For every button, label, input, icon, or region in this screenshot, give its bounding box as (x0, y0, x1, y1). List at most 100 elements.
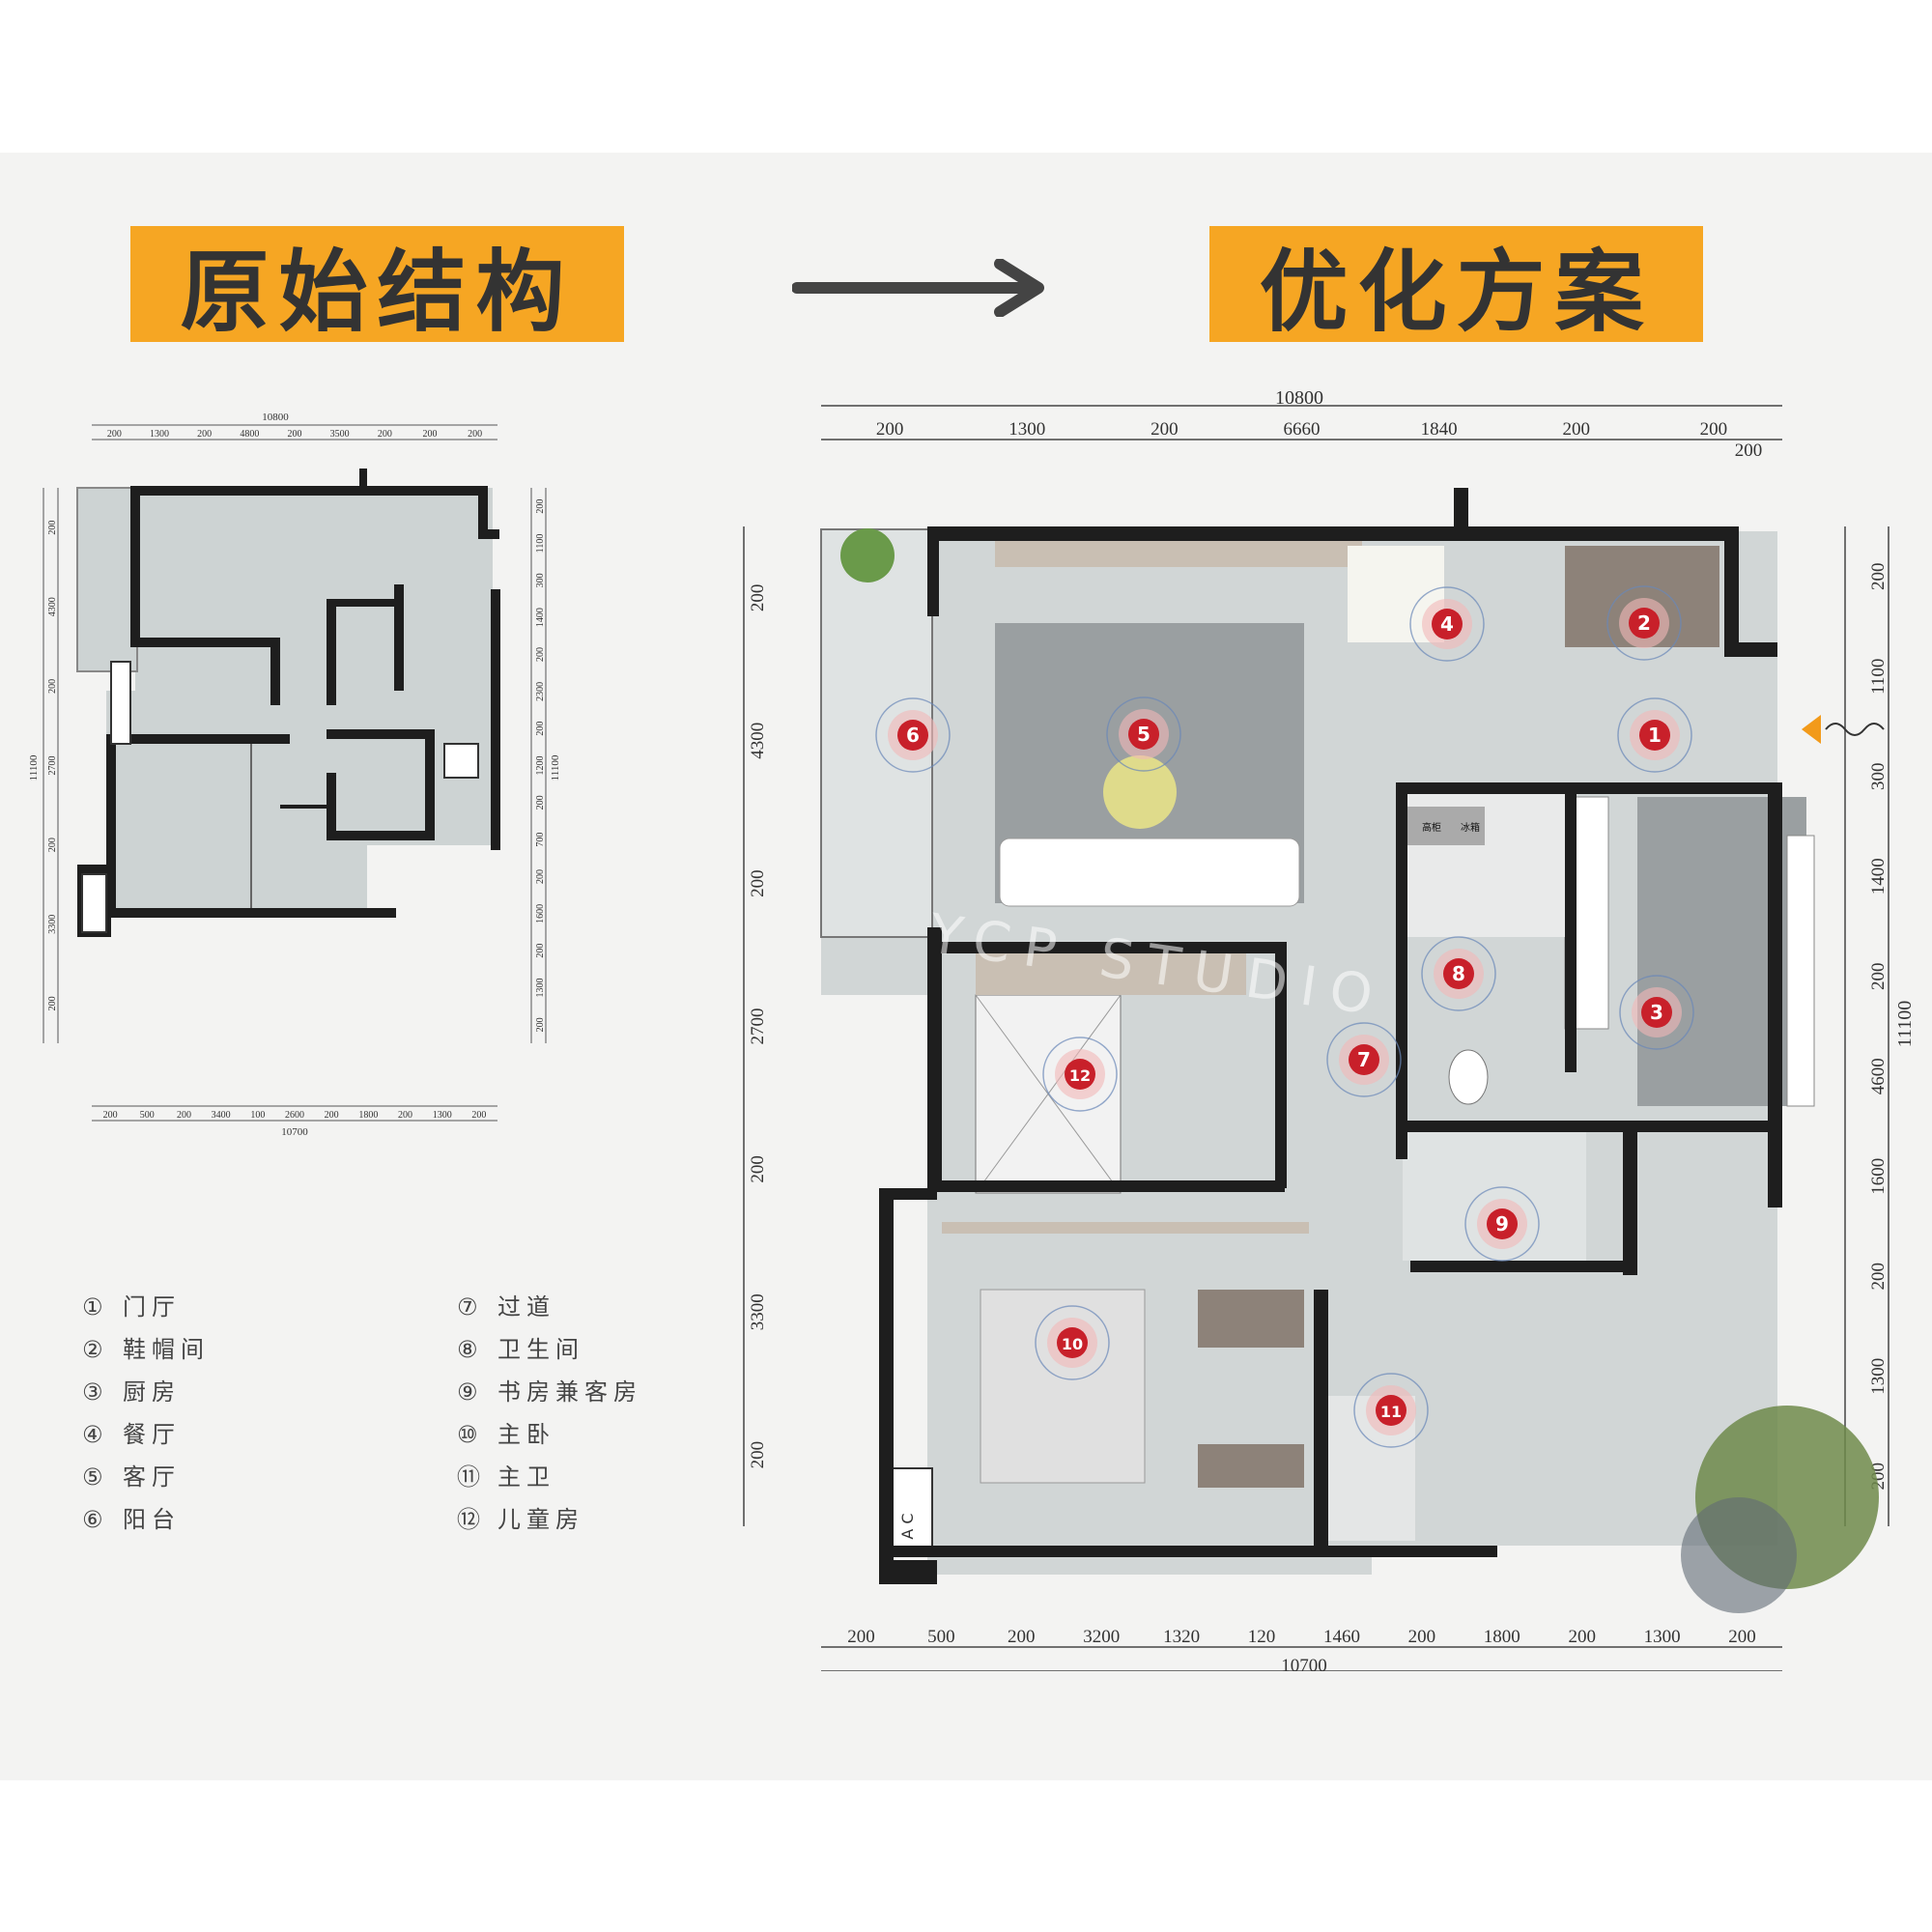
opt-dim-right: 200 (1868, 563, 1889, 591)
opt-dim-left: 200 (748, 584, 768, 612)
room-marker-number: 12 (1069, 1066, 1091, 1085)
opt-dim-right: 200 (1868, 1263, 1889, 1291)
tree-icon (1681, 1406, 1879, 1613)
opt-dim-top: 200 (1151, 419, 1179, 440)
orig-dim-left: 200 (47, 679, 58, 694)
orig-dim-top-total: 10800 (262, 412, 289, 423)
orig-dim-bottom: 200 (471, 1110, 486, 1121)
opt-dim-right: 1400 (1868, 858, 1889, 895)
orig-dim-right: 200 (535, 944, 546, 958)
room-marker-1: 1 (1617, 697, 1692, 773)
orig-dim-bottom: 200 (398, 1110, 412, 1121)
opt-dim-right: 4600 (1868, 1058, 1889, 1094)
orig-dim-left: 4300 (47, 597, 58, 616)
room-marker-11: 11 (1353, 1373, 1429, 1448)
room-marker-number: 8 (1452, 962, 1465, 985)
room-marker-2: 2 (1606, 585, 1682, 661)
opt-dim-right: 200 (1868, 963, 1889, 991)
room-marker-7: 7 (1326, 1022, 1402, 1097)
opt-dim-right-total: 11100 (1894, 1001, 1913, 1048)
room-marker-number: 3 (1650, 1001, 1663, 1024)
opt-dim-bottom: 200 (1408, 1627, 1436, 1647)
opt-dim-right: 300 (1868, 763, 1889, 791)
opt-dim-top-total: 10800 (1275, 387, 1323, 409)
room-marker-9: 9 (1464, 1186, 1540, 1262)
title-original-structure: 原始结构 (130, 226, 624, 344)
room-marker-12: 12 (1042, 1037, 1118, 1112)
opt-dim-left: 200 (748, 1441, 768, 1469)
orig-dim-right: 1600 (535, 904, 546, 923)
orig-dim-bottom: 1800 (358, 1110, 378, 1121)
orig-dim-bottom-total: 10700 (281, 1126, 308, 1135)
room-marker-number: 5 (1137, 723, 1151, 746)
room-marker-number: 1 (1648, 724, 1662, 747)
orig-dim-bottom: 3400 (212, 1110, 231, 1121)
orig-dim-left: 200 (47, 521, 58, 535)
opt-dim-right: 1300 (1868, 1358, 1889, 1395)
room-marker-number: 10 (1062, 1335, 1083, 1353)
opt-dim-top: 200 (1563, 419, 1591, 440)
orig-dim-top: 200 (107, 429, 122, 440)
orig-dim-right: 200 (535, 499, 546, 514)
opt-dim-left: 4300 (748, 723, 768, 759)
orig-dim-right: 2300 (535, 682, 546, 701)
opt-dim-bottom: 200 (1728, 1627, 1756, 1647)
title-optimized-plan: 优化方案 (1209, 226, 1703, 344)
orig-dim-top: 3500 (330, 429, 350, 440)
orig-dim-left-total: 11100 (28, 754, 40, 781)
opt-dim-left: 200 (748, 869, 768, 897)
room-marker-number: 2 (1637, 611, 1651, 635)
opt-dim-right: 1600 (1868, 1158, 1889, 1195)
orig-dim-right: 200 (535, 795, 546, 810)
opt-dim-bottom: 200 (1568, 1627, 1596, 1647)
room-marker-number: 9 (1495, 1212, 1509, 1236)
orig-dim-right: 200 (535, 1017, 546, 1032)
opt-dim-bottom: 1460 (1323, 1627, 1360, 1647)
room-marker-number: 4 (1440, 612, 1454, 636)
opt-dim-top: 6660 (1284, 419, 1321, 440)
orig-dim-top: 200 (468, 429, 482, 440)
ac-label: A C (898, 1513, 917, 1539)
opt-dim-bottom: 120 (1248, 1627, 1276, 1647)
orig-dim-left: 200 (47, 996, 58, 1010)
opt-dim-top: 1840 (1421, 419, 1458, 440)
fridge-label-fridge: 冰箱 (1461, 821, 1480, 834)
opt-dim-left: 3300 (748, 1293, 768, 1330)
original-floor-plan: 10800 200 1300 200 4800 200 3500 200 200 200 107… (28, 412, 561, 1135)
opt-dim-bottom: 1320 (1163, 1627, 1200, 1647)
orig-dim-bottom: 2600 (285, 1110, 304, 1121)
room-marker-10: 10 (1035, 1305, 1110, 1380)
orig-dim-left: 2700 (47, 756, 58, 776)
room-marker-number: 6 (906, 724, 920, 747)
opt-dim-bottom: 3200 (1083, 1627, 1120, 1647)
orig-dim-top: 200 (378, 429, 392, 440)
orig-dim-top: 4800 (240, 429, 259, 440)
opt-dim-bottom: 1300 (1644, 1627, 1681, 1647)
room-marker-3: 3 (1619, 975, 1694, 1050)
orig-dim-top: 200 (197, 429, 212, 440)
orig-dim-bottom: 100 (250, 1110, 265, 1121)
opt-dim-top: 200 (1700, 419, 1728, 440)
orig-dim-bottom: 200 (177, 1110, 191, 1121)
orig-dim-bottom: 1300 (433, 1110, 452, 1121)
opt-dim-top: 1300 (1009, 419, 1045, 440)
orig-dim-bottom: 200 (325, 1110, 339, 1121)
room-marker-number: 11 (1380, 1403, 1402, 1421)
opt-dim-right: 1100 (1868, 659, 1889, 695)
right-arrow-icon (792, 259, 1044, 317)
orig-dim-right: 1200 (535, 756, 546, 776)
opt-dim-bottom: 500 (927, 1627, 955, 1647)
fridge-label-tall-cabinet: 高柜 (1422, 821, 1441, 834)
orig-dim-right: 300 (535, 573, 546, 587)
orig-dim-bottom: 200 (103, 1110, 118, 1121)
room-marker-5: 5 (1106, 696, 1181, 772)
